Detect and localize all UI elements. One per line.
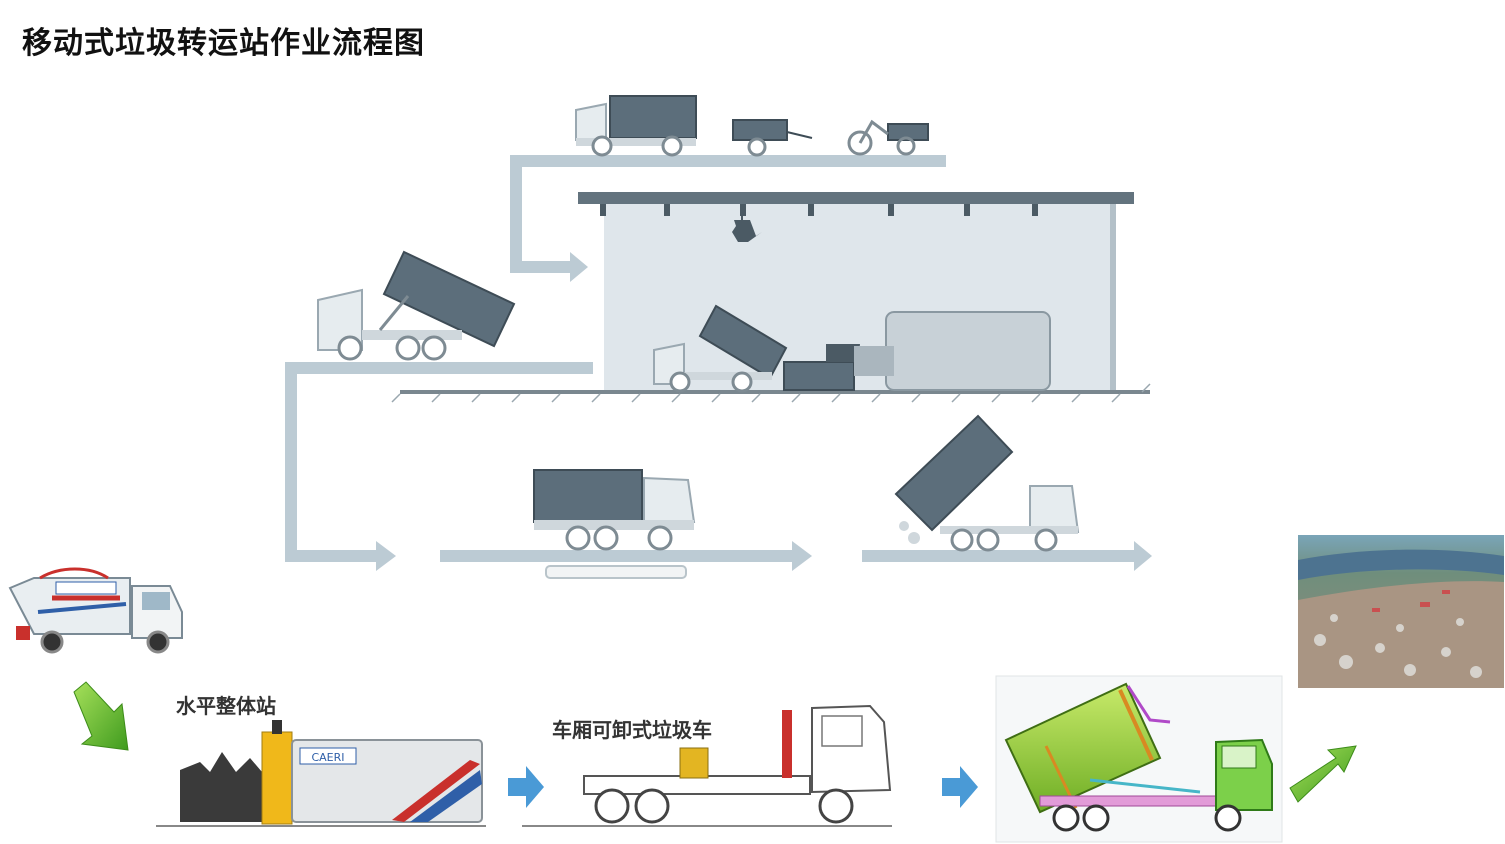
page-title: 移动式垃圾转运站作业流程图	[22, 26, 425, 61]
tricycle-icon	[847, 119, 929, 156]
hooklift-truck-label: 车厢可卸式垃圾车	[552, 718, 712, 742]
svg-text:CAERI: CAERI	[311, 751, 344, 764]
green-arrow-down-right-icon	[73, 681, 129, 751]
blue-arrow-icon	[508, 766, 544, 808]
horizontal-station-label: 水平整体站	[176, 694, 276, 718]
compactor-icon	[783, 311, 1051, 391]
horizontal-station-icon: CAERI	[156, 720, 486, 827]
grab-crane-icon	[732, 206, 762, 242]
flow-arrow-head	[570, 252, 588, 282]
flow-arrow-head	[792, 541, 812, 571]
flow-arrow-head	[1134, 541, 1152, 571]
landfill-photo	[1298, 535, 1504, 688]
compression-truck-icon	[8, 567, 183, 654]
hooklift-loading-truck-icon	[317, 250, 516, 361]
container-tipping-truck-icon	[995, 675, 1283, 843]
tipping-truck-icon	[653, 304, 788, 393]
unloading-truck-icon	[894, 414, 1080, 552]
dump-truck-icon	[575, 95, 697, 157]
green-arrow-up-right-icon	[1289, 745, 1357, 803]
hooklift-truck-drawing-icon	[522, 704, 892, 827]
trailer-cart-icon	[732, 119, 813, 157]
transport-truck-icon	[533, 469, 696, 579]
flow-arrow-head	[376, 541, 396, 571]
collection-vehicles	[575, 95, 929, 157]
blue-arrow-icon	[942, 766, 978, 808]
transfer-station-building	[391, 192, 1151, 403]
process-flow-lines	[285, 155, 1152, 571]
